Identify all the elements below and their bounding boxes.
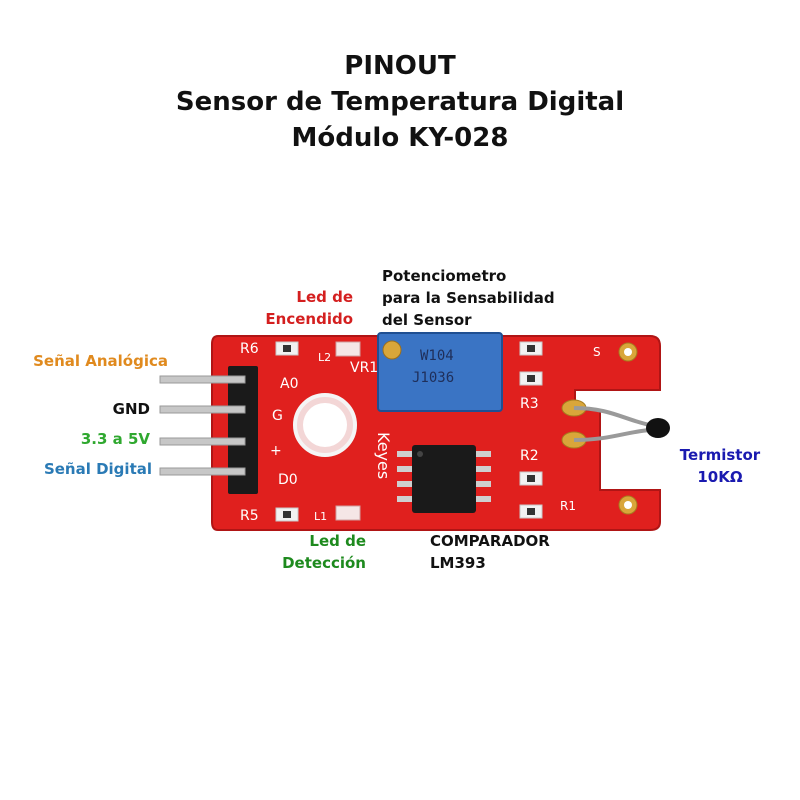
page-title-sensor: Sensor de Temperatura Digital [175, 87, 625, 117]
led-power [335, 341, 361, 357]
label-thermistor-2: 10KΩ [697, 468, 743, 486]
silk-a0: A0 [280, 376, 298, 392]
label-led-power-1: Led de [296, 288, 353, 306]
label-led-detect-1: Led de [309, 532, 366, 550]
label-thermistor-1: Termistor [679, 446, 761, 464]
page-title-pinout: PINOUT [344, 51, 456, 81]
label-digital: Señal Digital [43, 460, 152, 478]
pot-code-2: J1036 [412, 370, 454, 386]
silk-l1: L1 [314, 510, 327, 523]
silk-vr1: VR1 [350, 360, 378, 376]
led-detect [335, 505, 361, 521]
label-led-detect-2: Detección [282, 554, 366, 572]
pcb-board [211, 335, 661, 531]
thermistor-bead [646, 418, 670, 438]
silk-r3: R3 [520, 396, 539, 412]
label-potentiometer-3: del Sensor [382, 311, 472, 329]
label-potentiometer-2: para la Sensabilidad [382, 289, 555, 307]
page-title-module: Módulo KY-028 [291, 123, 509, 153]
label-gnd: GND [112, 400, 150, 418]
silk-r6: R6 [240, 341, 259, 357]
silk-d0: D0 [278, 472, 298, 488]
label-comparator-1: COMPARADOR [430, 532, 550, 550]
silk-l2: L2 [318, 351, 331, 364]
label-potentiometer-1: Potenciometro [382, 267, 507, 285]
potentiometer [377, 332, 503, 412]
silk-r2: R2 [520, 448, 539, 464]
pot-code-1: W104 [420, 348, 454, 364]
silk-r1: R1 [560, 499, 576, 513]
label-led-power-2: Encendido [265, 310, 353, 328]
pin-header [228, 366, 258, 494]
label-analog: Señal Analógica [33, 352, 168, 370]
potentiometer-screw [382, 340, 402, 360]
label-comparator-2: LM393 [430, 554, 486, 572]
silk-g: G [272, 408, 283, 424]
silk-s: S [593, 345, 601, 359]
header-pins [159, 375, 246, 476]
silk-plus: + [270, 443, 282, 459]
thermistor-lead-2 [573, 428, 651, 442]
silk-keyes: Keyes [374, 432, 393, 479]
label-vcc: 3.3 a 5V [80, 430, 150, 448]
comparator-chip [412, 445, 476, 513]
thermistor-lead-1 [573, 406, 651, 427]
silk-r5: R5 [240, 508, 259, 524]
